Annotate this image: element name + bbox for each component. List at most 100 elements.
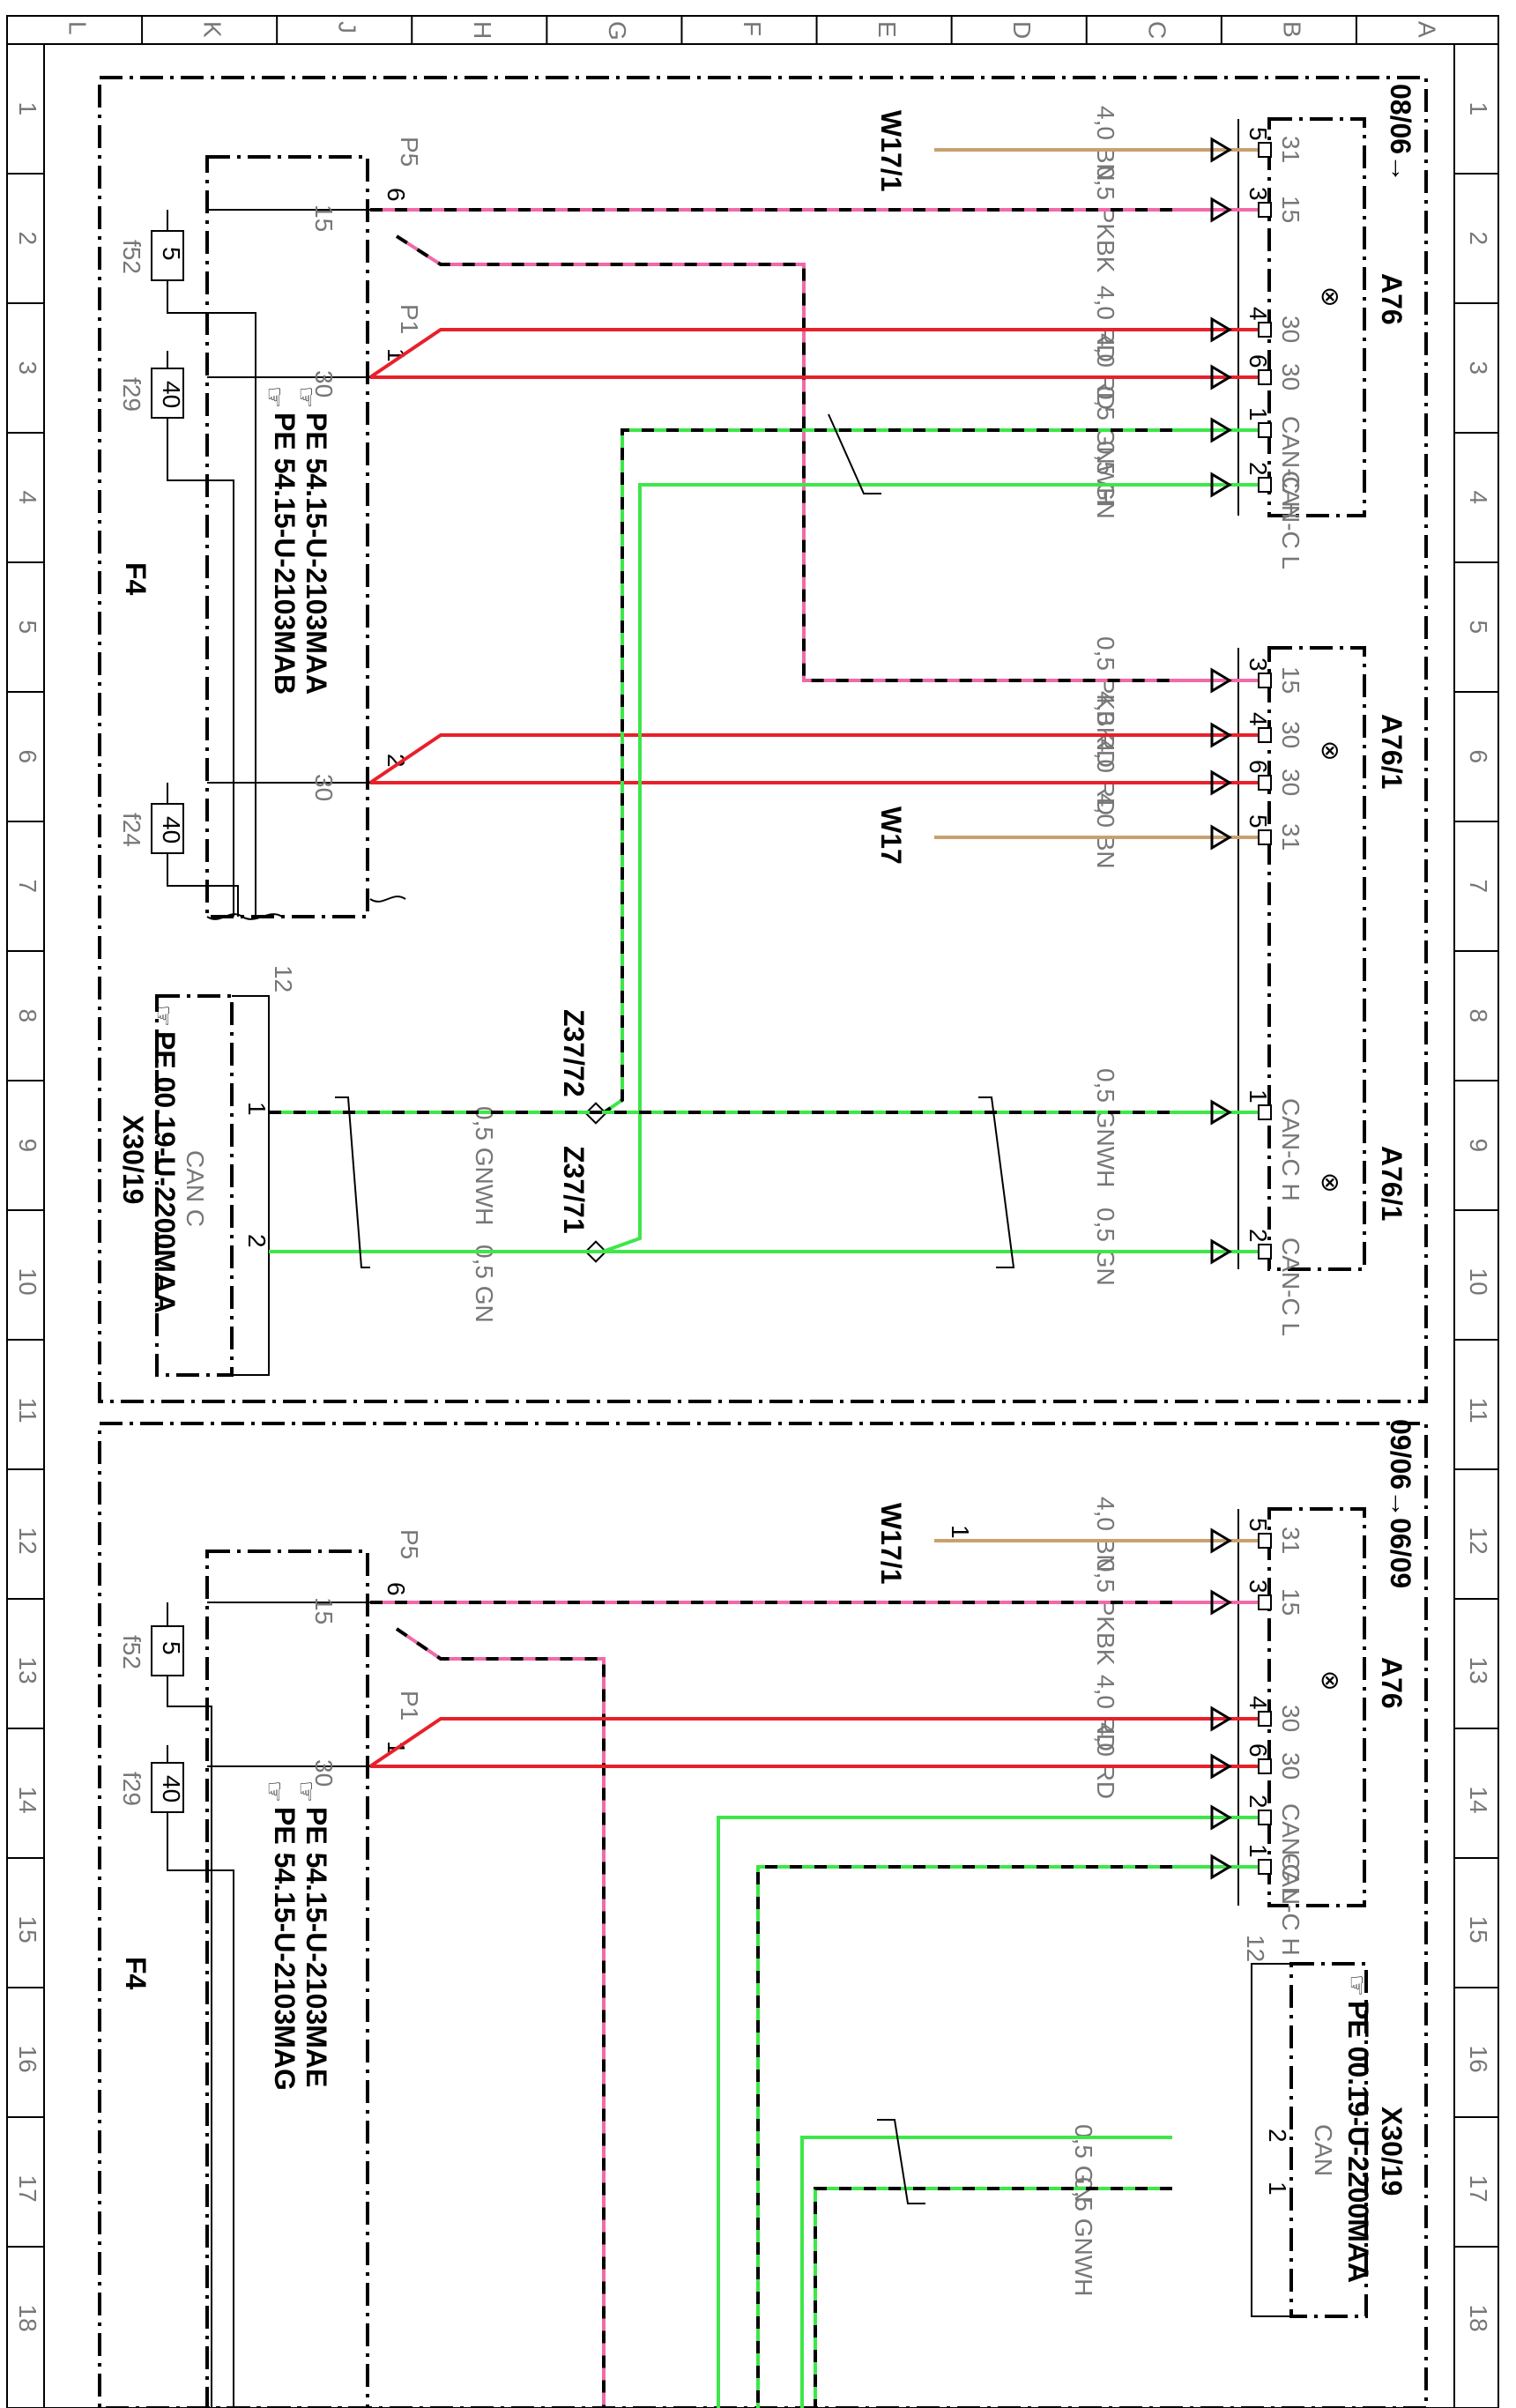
plug-p1: P1: [396, 304, 423, 334]
connector-arrow-icon: [1210, 1804, 1232, 1831]
row-label: 1: [1465, 102, 1492, 116]
a76-name: A76: [1376, 273, 1408, 325]
validity-label-bottom: 09/06→06/09: [1385, 1419, 1416, 1588]
row-label: 12: [14, 1527, 41, 1555]
row-label: 5: [14, 621, 41, 635]
a76-b-terminal: 30: [1277, 1705, 1304, 1732]
validity-label-top: 08/06→: [1385, 84, 1416, 182]
a76-b-pin-number: 6: [1245, 1743, 1272, 1758]
column-label: A: [1413, 21, 1440, 38]
a76-1-pin-number: 4: [1245, 712, 1272, 726]
twisted-pair-mark: [828, 413, 881, 494]
a76-wire-label: 0,5 GN: [1092, 441, 1119, 519]
term-30b: 30: [310, 774, 338, 801]
row-label: 18: [1465, 2305, 1492, 2332]
row-label: 10: [14, 1268, 41, 1296]
twisted-pair-mark: [978, 1096, 1015, 1268]
row-label: 15: [14, 1916, 41, 1943]
a76-pin-number: 6: [1245, 354, 1272, 368]
connector-arrow-icon: [1210, 722, 1232, 748]
pe-ref-2: PE 54.15-U-2103MAB: [269, 412, 301, 695]
a76-b-wire-label: 4,0 RD: [1092, 1675, 1119, 1751]
wire-gnwh-x30-stripe: [814, 2187, 1172, 2408]
a76-1-terminal: CAN-C L: [1277, 1237, 1304, 1336]
a76-terminal: CAN-C L: [1277, 471, 1304, 569]
wire-pkbk-down: [395, 1627, 606, 2408]
a76-b-terminal: 15: [1277, 1588, 1304, 1616]
a76-name: A76: [1376, 1657, 1408, 1709]
column-label: L: [64, 21, 92, 35]
row-label: 1: [14, 102, 41, 116]
a76-b-terminal: 30: [1277, 1752, 1304, 1780]
row-label: 2: [14, 232, 41, 246]
column-label: K: [199, 21, 227, 38]
x30-pin-1: 1: [1264, 2181, 1291, 2196]
connector-arrow-icon: [1210, 316, 1232, 343]
fuse-module-f4-bottom: F4 PE 54.15-U-2103MAE PE 54.15-U-2103MAG…: [118, 1529, 423, 2408]
wire-gnwh-x30: [814, 2187, 1172, 2408]
connector-arrow-icon: [1210, 472, 1232, 498]
a76-1-terminal: 30: [1277, 721, 1304, 748]
pin-terminal-icon: [1258, 202, 1272, 218]
a76-1-terminal: CAN-C H: [1277, 1098, 1304, 1201]
row-label: 11: [1465, 1398, 1492, 1423]
column-label: H: [469, 21, 496, 39]
x30-name: X30/19: [1376, 2107, 1408, 2196]
row-label: 11: [14, 1398, 41, 1423]
a76-pin-number: 3: [1245, 187, 1272, 201]
term-30: 30: [310, 1759, 338, 1787]
a76-terminal: 30: [1277, 316, 1304, 343]
a76-b-wire-label: 4,0 RD: [1092, 1722, 1119, 1799]
row-label: 2: [1465, 232, 1492, 246]
column-label: E: [873, 21, 901, 38]
plug-p5: P5: [396, 1529, 423, 1559]
a76-terminal: 30: [1277, 363, 1304, 390]
pin-terminal-icon: [1258, 727, 1272, 743]
pin-terminal-icon: [1258, 1104, 1272, 1120]
a76-wire-label: 0,5 PKBK: [1092, 166, 1119, 273]
a76-b-terminal: CAN-C L: [1277, 1803, 1304, 1902]
connector-arrow-icon: [1210, 667, 1232, 694]
connector-arrow-icon: [1210, 137, 1232, 163]
x30-label: CAN: [1310, 2124, 1337, 2176]
row-label: 17: [14, 2175, 41, 2203]
pointer-icon: ☞: [150, 1005, 177, 1027]
pin-terminal-icon: [1258, 1594, 1272, 1610]
column-label: D: [1008, 21, 1036, 39]
wire-rd-1: [368, 1717, 1172, 1768]
a76-b-wire-label: 4,0 BN: [1092, 1497, 1119, 1572]
row-label: 14: [1465, 1787, 1492, 1814]
fuse-f24-name: f24: [118, 813, 145, 847]
row-label: 6: [1465, 750, 1492, 764]
a76-pin-number: 4: [1245, 307, 1272, 321]
pin-6: 6: [383, 1582, 410, 1596]
term-30: 30: [310, 370, 338, 398]
pe-ref-1: PE 54.15-U-2103MAE: [301, 1807, 332, 2087]
validity-box-bottom: [98, 1422, 1428, 2408]
a76-1-terminal: 30: [1277, 769, 1304, 796]
ground-w17-1: W17/1: [875, 110, 907, 191]
column-label: J: [334, 21, 361, 33]
a76-b-pin-number: 1: [1245, 1844, 1272, 1858]
pin-2: 2: [383, 754, 410, 768]
row-label: 15: [1465, 1916, 1492, 1943]
wire-pkbk-a76-1-stripe: [395, 234, 1172, 682]
x30-ref: PE 00.19-U-2200MAA: [1342, 2001, 1374, 2283]
wire-gn-can-l: [717, 1816, 1172, 2408]
row-label: 7: [14, 880, 41, 894]
pin-1: 1: [383, 348, 410, 362]
pin-terminal-icon: [1258, 1244, 1272, 1260]
wires-top: [269, 148, 1172, 1268]
connector-arrow-icon: [1210, 824, 1232, 851]
pin-terminal-icon: [1258, 829, 1272, 845]
wire-gn-x30: [800, 2136, 1172, 2408]
a76-1-pin-number: 2: [1245, 1229, 1272, 1243]
term-15: 15: [310, 1597, 338, 1624]
a76-terminal: CAN-C H: [1277, 416, 1304, 519]
row-label: 5: [1465, 621, 1492, 635]
lamp-icon: ⊗: [1317, 1670, 1344, 1691]
a76-b-pin-number: 4: [1245, 1696, 1272, 1710]
row-label: 3: [14, 361, 41, 375]
